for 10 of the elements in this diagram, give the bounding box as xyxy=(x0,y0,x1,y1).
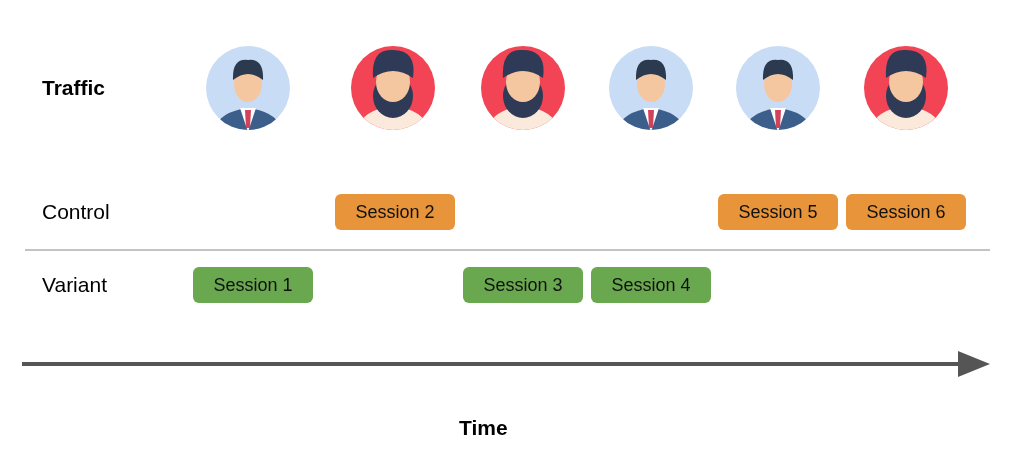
row-label: Control xyxy=(42,200,110,224)
session-box: Session 4 xyxy=(591,267,711,303)
session-box: Session 2 xyxy=(335,194,455,230)
session-box: Session 5 xyxy=(718,194,838,230)
axis-label: Time xyxy=(459,416,508,440)
session-box: Session 6 xyxy=(846,194,966,230)
row-label: Variant xyxy=(42,273,107,297)
session-box: Session 1 xyxy=(193,267,313,303)
session-box: Session 3 xyxy=(463,267,583,303)
row-label: Traffic xyxy=(42,76,106,100)
